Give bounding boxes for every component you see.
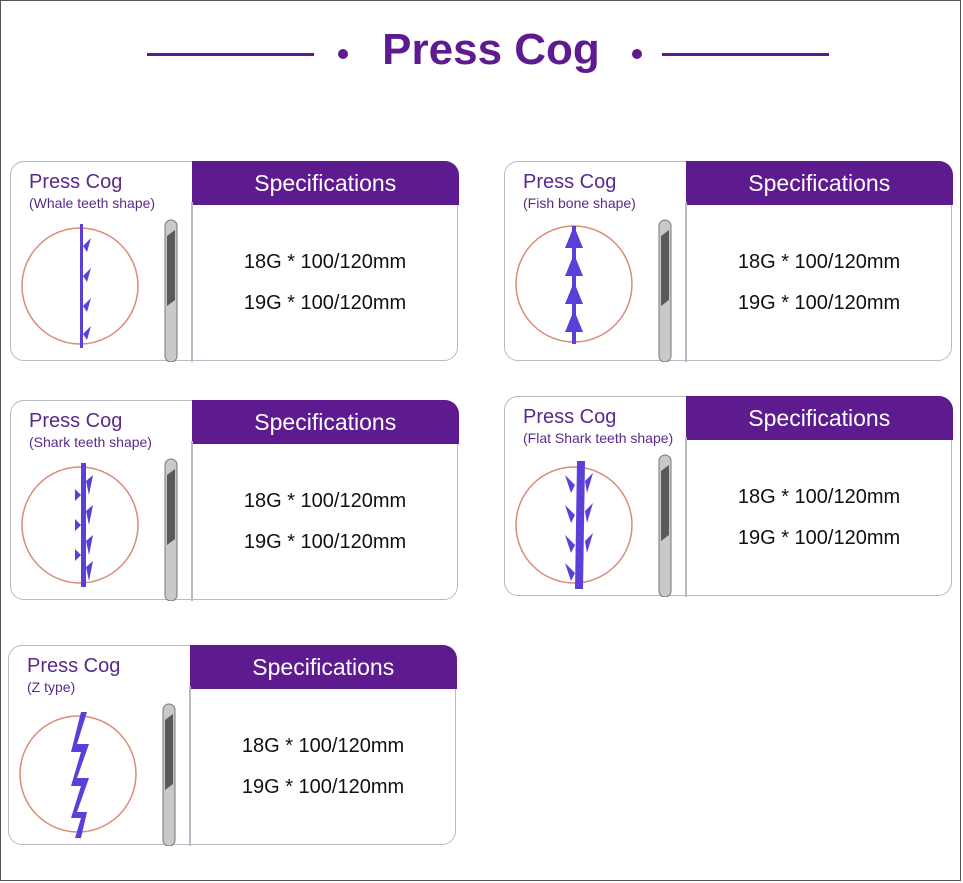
spec-item: 19G * 100/120mm	[241, 776, 405, 798]
product-card-flat-shark-teeth: Press Cog (Flat Shark teeth shape) Speci…	[504, 395, 953, 597]
product-label: Press Cog (Whale teeth shape)	[29, 170, 199, 212]
spec-list: 18G * 100/120mm 19G * 100/120mm	[193, 481, 457, 563]
product-card-z-type: Press Cog (Z type) Specifications 18G * …	[8, 644, 457, 846]
header-dot-left	[338, 49, 348, 59]
product-shape: (Flat Shark teeth shape)	[523, 430, 674, 446]
spec-item: 19G * 100/120mm	[737, 527, 901, 549]
spec-list: 18G * 100/120mm 19G * 100/120mm	[687, 477, 951, 559]
flat-shark-teeth-thread-diagram	[515, 454, 672, 597]
z-type-thread-diagram	[19, 703, 176, 846]
whale-teeth-thread-diagram	[21, 219, 178, 362]
card-divider	[189, 686, 191, 846]
needle-icon	[658, 219, 672, 362]
spec-item: 18G * 100/120mm	[737, 251, 901, 273]
shark-teeth-thread-diagram	[21, 458, 178, 601]
spec-list: 18G * 100/120mm 19G * 100/120mm	[191, 726, 455, 808]
product-card-shark-teeth: Press Cog (Shark teeth shape) Specificat…	[10, 399, 459, 601]
card-divider	[191, 441, 193, 601]
card-divider	[685, 437, 687, 597]
product-name: Press Cog	[27, 655, 121, 677]
spec-item: 18G * 100/120mm	[243, 490, 407, 512]
product-card-fish-bone: Press Cog (Fish bone shape) Specificatio…	[504, 160, 953, 362]
spec-item: 19G * 100/120mm	[737, 292, 901, 314]
spec-item: 18G * 100/120mm	[737, 486, 901, 508]
spec-header: Specifications	[686, 395, 953, 440]
page-title: Press Cog	[382, 25, 600, 74]
needle-icon	[162, 703, 176, 846]
product-shape: (Shark teeth shape)	[29, 434, 152, 450]
card-divider	[685, 202, 687, 362]
needle-icon	[164, 458, 178, 601]
product-shape: (Z type)	[27, 679, 76, 695]
header-dot-right	[632, 49, 642, 59]
card-divider	[191, 202, 193, 362]
spec-list: 18G * 100/120mm 19G * 100/120mm	[687, 242, 951, 324]
needle-icon	[658, 454, 672, 597]
product-name: Press Cog	[523, 171, 617, 193]
product-label: Press Cog (Fish bone shape)	[523, 170, 693, 212]
spec-header: Specifications	[686, 160, 953, 205]
product-label: Press Cog (Shark teeth shape)	[29, 409, 199, 451]
header-line-left	[147, 53, 314, 56]
spec-header: Specifications	[190, 644, 457, 689]
needle-icon	[164, 219, 178, 362]
product-card-whale-teeth: Press Cog (Whale teeth shape) Specificat…	[10, 160, 459, 362]
spec-list: 18G * 100/120mm 19G * 100/120mm	[193, 242, 457, 324]
spec-header: Specifications	[192, 160, 459, 205]
product-shape: (Whale teeth shape)	[29, 195, 156, 211]
product-shape: (Fish bone shape)	[523, 195, 636, 211]
product-label: Press Cog (Flat Shark teeth shape)	[523, 405, 693, 447]
spec-item: 19G * 100/120mm	[243, 531, 407, 553]
spec-header: Specifications	[192, 399, 459, 444]
spec-item: 19G * 100/120mm	[243, 292, 407, 314]
spec-item: 18G * 100/120mm	[243, 251, 407, 273]
product-name: Press Cog	[29, 410, 123, 432]
spec-item: 18G * 100/120mm	[241, 735, 405, 757]
page-header: Press Cog	[0, 18, 963, 82]
product-label: Press Cog (Z type)	[27, 654, 197, 696]
product-name: Press Cog	[29, 171, 123, 193]
fish-bone-thread-diagram	[515, 219, 672, 362]
header-line-right	[662, 53, 829, 56]
product-name: Press Cog	[523, 406, 617, 428]
